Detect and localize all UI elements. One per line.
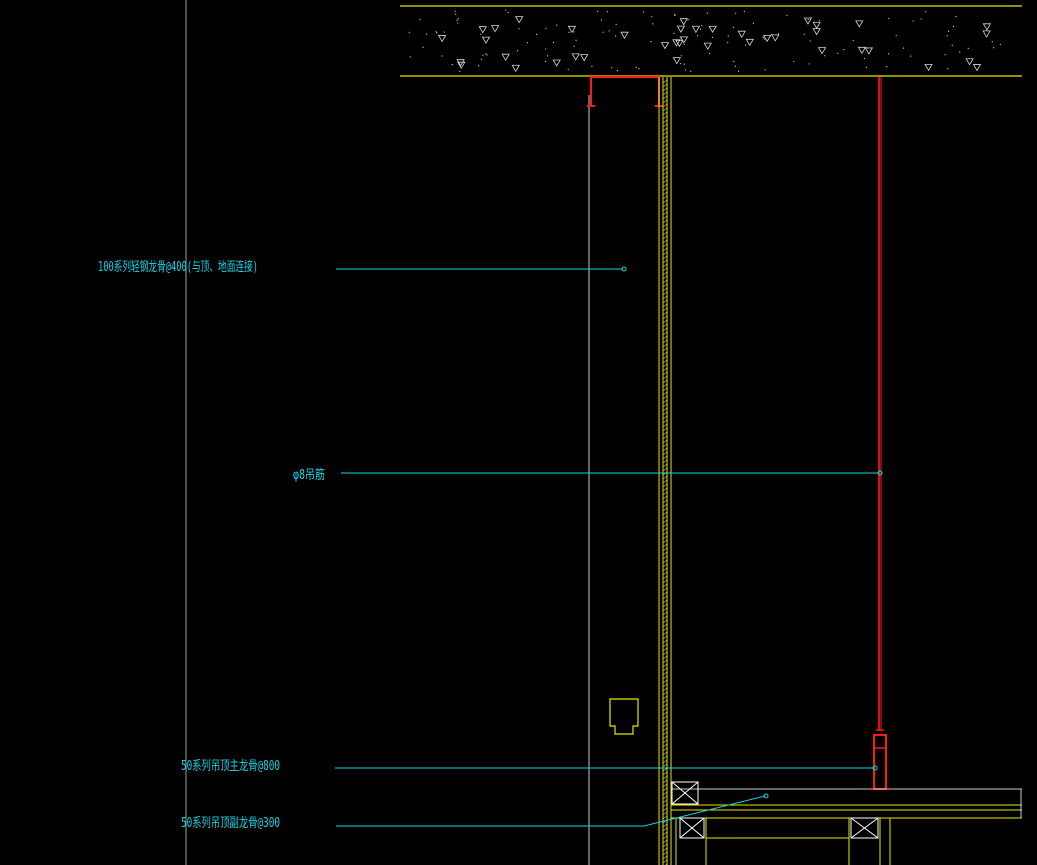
hanger-rod	[873, 77, 887, 790]
label-stud-keel: 100系列轻钢龙骨@400(与顶、地面连接)	[98, 259, 258, 275]
leader-sub-keel	[336, 795, 766, 827]
leader-lines	[335, 266, 883, 827]
label-sub-keel: 50系列吊顶副龙骨@300	[181, 816, 280, 831]
concrete-slab	[400, 5, 1022, 77]
partition-wall	[658, 77, 672, 865]
label-hanger-rod: φ8吊筋	[293, 467, 325, 483]
ceiling-keel-assembly	[671, 781, 1022, 865]
top-track-channel	[587, 76, 663, 107]
label-main-keel: 50系列吊顶主龙骨@800	[181, 759, 280, 774]
fixture-symbol	[609, 698, 639, 735]
